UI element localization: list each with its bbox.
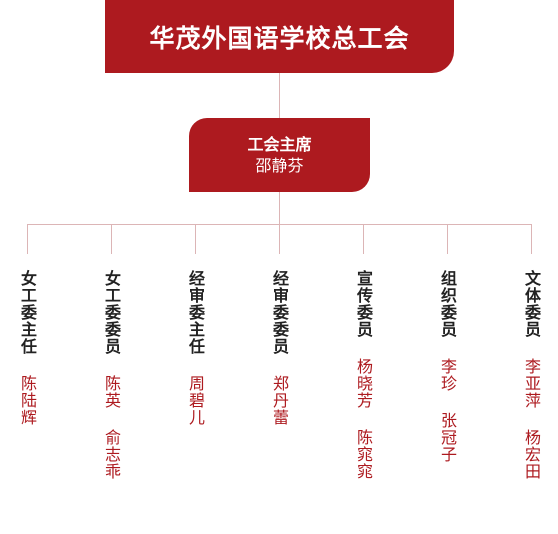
member-role: 文体委员 — [522, 270, 541, 338]
member-name: 陈陆辉 — [18, 375, 37, 426]
member-name: 杨晓芳 — [354, 358, 373, 409]
member-column-5: 宣传委员 杨晓芳 陈窕窕 — [349, 270, 377, 500]
connector-chair-to-bus — [279, 192, 280, 224]
connector-drop-7 — [531, 224, 532, 254]
member-names: 李亚萍 杨宏田 — [517, 358, 545, 480]
member-column-7: 文体委员 李亚萍 杨宏田 — [517, 270, 545, 500]
member-name: 杨宏田 — [522, 429, 541, 480]
member-role: 经审委主任 — [186, 270, 205, 355]
connector-drop-2 — [111, 224, 112, 254]
member-role: 女工委委员 — [102, 270, 121, 355]
member-name: 李亚萍 — [522, 358, 541, 409]
member-column-2: 女工委委员 陈英 俞志乖 — [97, 270, 125, 500]
member-role: 经审委委员 — [270, 270, 289, 355]
connector-top-to-chair — [279, 73, 280, 118]
member-name: 陈英 — [102, 375, 121, 409]
connector-drop-4 — [279, 224, 280, 254]
member-role: 组织委员 — [438, 270, 457, 338]
organization-title-box: 华茂外国语学校总工会 — [105, 0, 454, 73]
member-names: 郑丹蕾 — [265, 375, 293, 426]
member-names: 杨晓芳 陈窕窕 — [349, 358, 377, 480]
connector-drop-1 — [27, 224, 28, 254]
member-name: 周碧儿 — [186, 375, 205, 426]
member-name: 李珍 — [438, 358, 457, 392]
member-names: 陈陆辉 — [13, 375, 41, 426]
organization-title: 华茂外国语学校总工会 — [149, 23, 410, 53]
chair-box: 工会主席 邵静芬 — [189, 118, 370, 192]
member-name: 陈窕窕 — [354, 429, 373, 480]
member-names: 李珍 张冠子 — [433, 358, 461, 463]
chair-name: 邵静芬 — [255, 156, 304, 175]
member-column-1: 女工委主任 陈陆辉 — [13, 270, 41, 446]
connector-drop-5 — [363, 224, 364, 254]
member-column-3: 经审委主任 周碧儿 — [181, 270, 209, 446]
member-name: 郑丹蕾 — [270, 375, 289, 426]
chair-title: 工会主席 — [247, 135, 312, 154]
member-names: 陈英 俞志乖 — [97, 375, 125, 480]
member-column-4: 经审委委员 郑丹蕾 — [265, 270, 293, 446]
member-role: 宣传委员 — [354, 270, 373, 338]
connector-drop-6 — [447, 224, 448, 254]
member-name: 俞志乖 — [102, 429, 121, 480]
member-role: 女工委主任 — [18, 270, 37, 355]
member-names: 周碧儿 — [181, 375, 209, 426]
member-column-6: 组织委员 李珍 张冠子 — [433, 270, 461, 483]
connector-drop-3 — [195, 224, 196, 254]
member-name: 张冠子 — [438, 412, 457, 463]
